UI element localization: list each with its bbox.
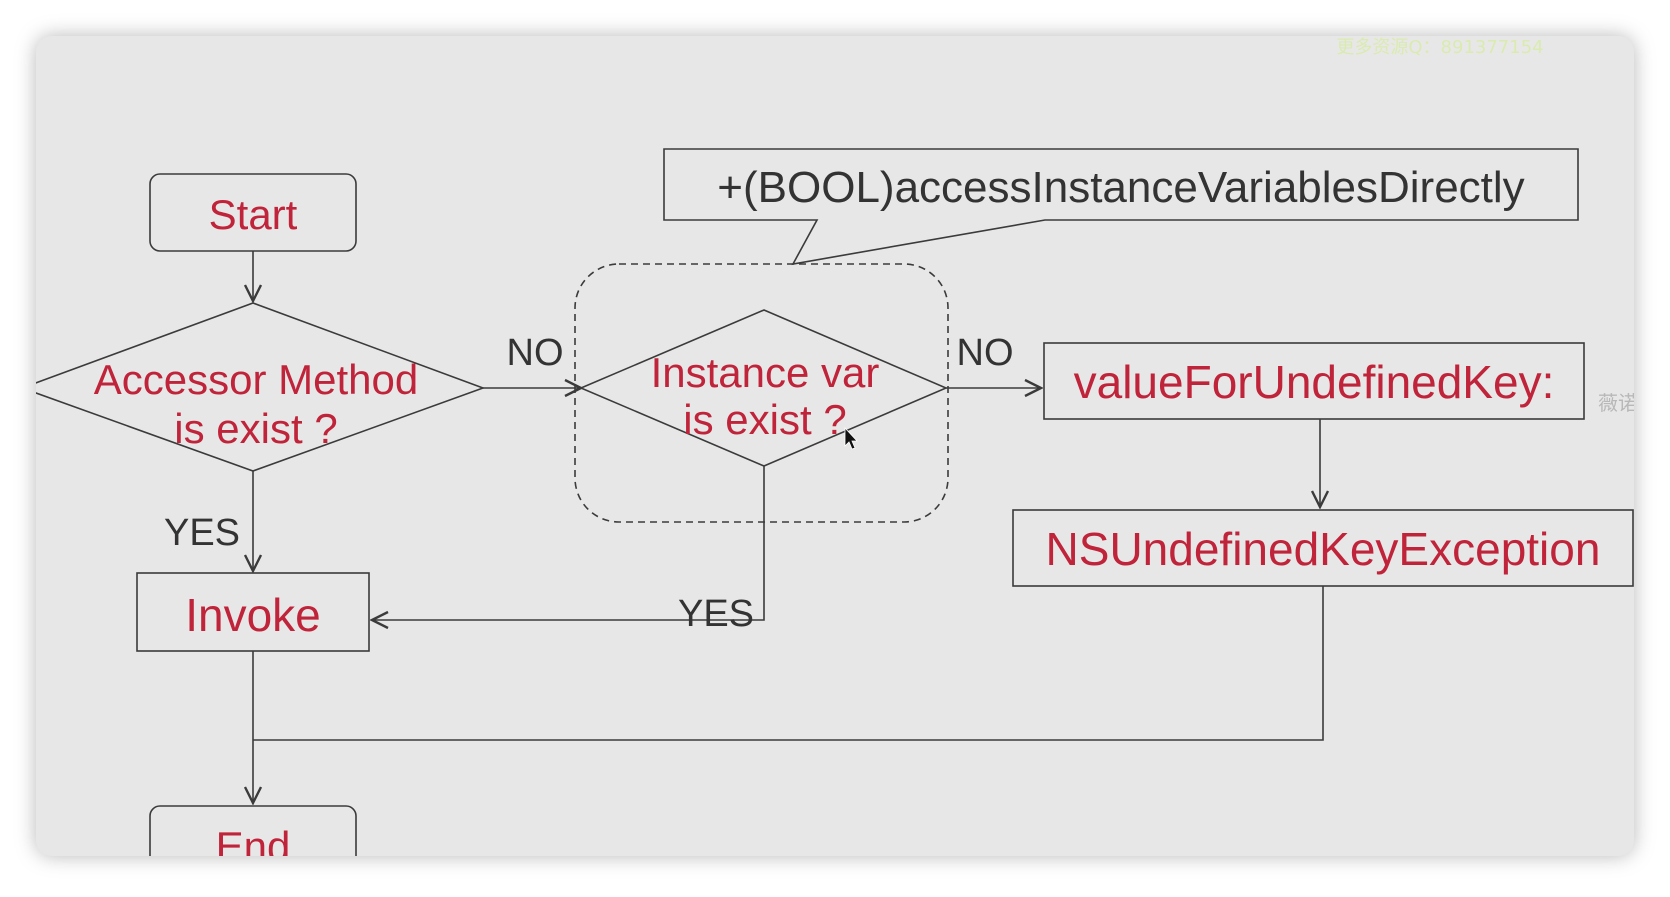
edge-exception-to-end (253, 586, 1324, 741)
callout-text: +(BOOL)accessInstanceVariablesDirectly (717, 163, 1524, 212)
ns-undefined-key-exception-node (1012, 509, 1634, 587)
accessor-label-line2: is exist ? (174, 405, 337, 452)
canvas-panel-shadow (36, 36, 1634, 856)
instance-var-decision (578, 309, 949, 467)
invoke-label: Invoke (185, 589, 321, 641)
value-for-undefined-key-label: valueForUndefinedKey: (1074, 356, 1555, 408)
accessor-method-decision (36, 302, 486, 472)
instance-label-line2: is exist ? (683, 396, 846, 443)
instance-no-label: NO (957, 332, 1014, 374)
ns-undefined-key-exception-label: NSUndefinedKeyException (1046, 523, 1601, 575)
connectors (253, 251, 1323, 803)
edge-instance-yes-to-invoke (372, 466, 765, 620)
callout-bubble (663, 148, 1579, 266)
invoke-node (136, 572, 370, 652)
accessor-label-line1: Accessor Method (94, 356, 418, 403)
end-label: End (216, 823, 291, 870)
side-clipped-text: 薇诺 (1598, 391, 1638, 415)
pointer-cursor-icon (844, 426, 858, 450)
canvas-panel (36, 36, 1634, 856)
start-node (149, 173, 357, 252)
start-label: Start (209, 191, 298, 238)
accessor-no-label: NO (507, 332, 564, 374)
diagram-content: 更多资源Q：891377154 薇诺 +(BOOL)accessInsta (36, 37, 1638, 870)
instance-check-group (574, 263, 949, 523)
instance-yes-label: YES (678, 593, 754, 635)
end-node (149, 805, 357, 856)
accessor-yes-label: YES (164, 512, 240, 554)
value-for-undefined-key-node (1043, 342, 1585, 420)
watermark-text: 更多资源Q：891377154 (1336, 37, 1543, 58)
instance-label-line1: Instance var (651, 349, 880, 396)
